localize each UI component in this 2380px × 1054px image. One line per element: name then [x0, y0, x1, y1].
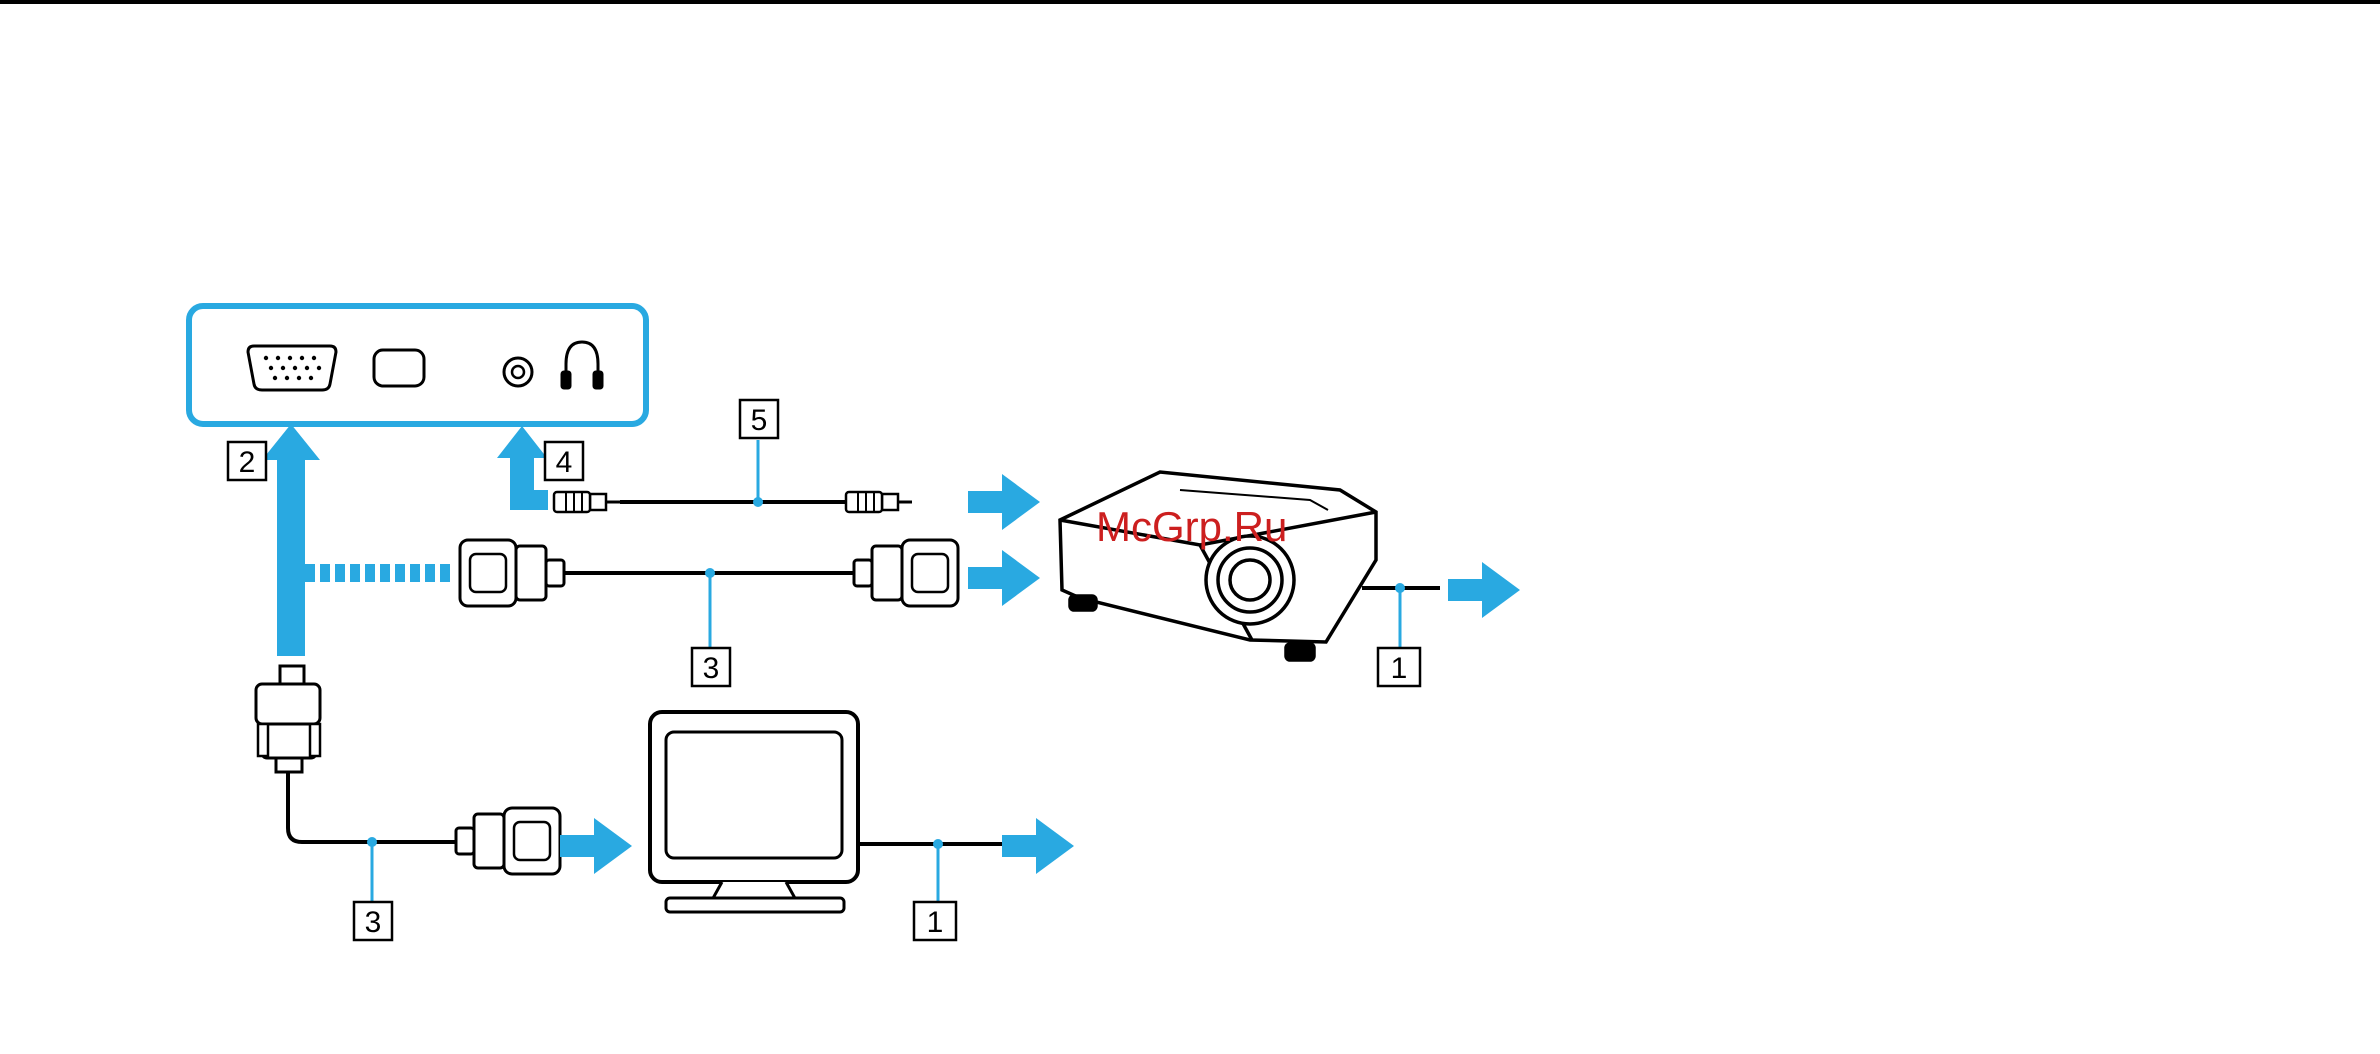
monitor-icon [650, 712, 858, 912]
callout-3-monitor: 3 [354, 902, 392, 940]
hdmi-port-icon [374, 350, 424, 386]
watermark-text: McGrp.Ru [1096, 503, 1287, 550]
callout-1-monitor-label: 1 [927, 906, 944, 939]
callout-1-monitor: 1 [914, 902, 956, 940]
callout-5-label: 5 [751, 404, 768, 437]
audio-plug-icon [846, 492, 912, 512]
arrow-icon [1002, 818, 1074, 874]
projector-vga-cable [460, 540, 958, 650]
projector-power-cable [1362, 583, 1440, 650]
audio-connection-arrow [497, 426, 548, 510]
callout-1-projector: 1 [1378, 648, 1420, 686]
vga-port-icon [248, 346, 336, 390]
callout-2: 2 [228, 442, 266, 480]
vga-plug-icon [460, 540, 564, 606]
arrow-icon [1448, 562, 1520, 618]
arrow-icon [968, 474, 1040, 530]
headphone-jack-icon [504, 358, 532, 386]
callout-3-monitor-label: 3 [365, 906, 382, 939]
monitor-vga-cable [256, 666, 560, 904]
callout-4-label: 4 [556, 446, 573, 479]
vga-plug-icon [256, 666, 320, 772]
monitor-power-cable [858, 839, 1002, 904]
callout-3-projector-label: 3 [703, 652, 720, 685]
vga-connection-arrow [262, 424, 450, 656]
callout-3-projector: 3 [692, 648, 730, 686]
callout-5: 5 [740, 400, 778, 438]
arrow-icon [968, 550, 1040, 606]
projector-icon [1060, 472, 1376, 660]
callout-2-label: 2 [239, 446, 256, 479]
watermark: McGrp.Ru [1096, 503, 1287, 550]
audio-cable [554, 440, 912, 512]
arrow-icon [560, 818, 632, 874]
port-panel [189, 306, 646, 424]
audio-plug-icon [554, 492, 620, 512]
callout-4: 4 [545, 442, 583, 480]
callout-1-projector-label: 1 [1391, 652, 1408, 685]
vga-plug-icon [854, 540, 958, 606]
vga-plug-icon [456, 808, 560, 874]
